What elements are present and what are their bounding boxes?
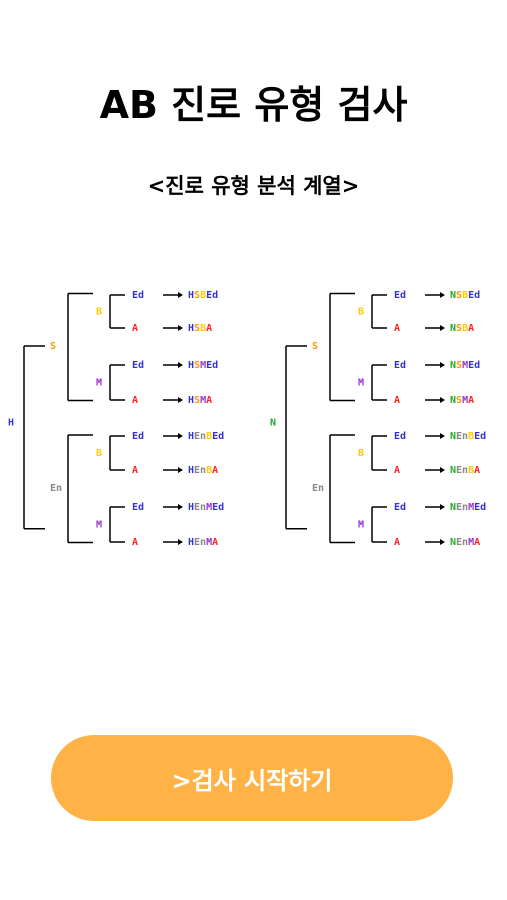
- tree-leaf-a: A: [394, 465, 400, 476]
- tree-leaf-ed: Ed: [394, 360, 406, 371]
- tree-result: HSMEd: [188, 360, 218, 371]
- page-title: AB 진로 유형 검사: [99, 83, 408, 127]
- tree-node-b: B: [358, 307, 364, 318]
- tree-arrow-head: [440, 467, 445, 473]
- tree-result: NEnBA: [450, 465, 480, 476]
- tree-node-m: M: [96, 378, 102, 389]
- page-subtitle: <진로 유형 분석 계열>: [147, 174, 360, 198]
- tree-root-n: N: [270, 418, 276, 429]
- tree-arrow-head: [178, 325, 183, 331]
- tree-result: NSMEd: [450, 360, 480, 371]
- tree-result: NSBEd: [450, 290, 480, 301]
- tree-leaf-a: A: [132, 323, 138, 334]
- tree-root-h: H: [8, 418, 14, 429]
- tree-arrow-head: [178, 292, 183, 298]
- tree-node-b: B: [358, 448, 364, 459]
- tree-arrow-head: [440, 504, 445, 510]
- tree-node-en: En: [312, 483, 324, 494]
- tree-arrow-head: [178, 504, 183, 510]
- tree-leaf-ed: Ed: [132, 360, 144, 371]
- tree-arrow-head: [440, 397, 445, 403]
- tree-result: HSBA: [188, 323, 212, 334]
- tree-leaf-ed: Ed: [394, 502, 406, 513]
- tree-arrow-head: [440, 325, 445, 331]
- tree-result: NEnMEd: [450, 502, 486, 513]
- tree-result: NSBA: [450, 323, 474, 334]
- tree-node-s: S: [50, 341, 56, 352]
- tree-leaf-ed: Ed: [132, 502, 144, 513]
- tree-result: HEnBA: [188, 465, 218, 476]
- tree-leaf-ed: Ed: [394, 290, 406, 301]
- tree-node-s: S: [312, 341, 318, 352]
- tree-leaf-a: A: [132, 465, 138, 476]
- tree-result: HSMA: [188, 395, 212, 406]
- tree-arrow-head: [178, 362, 183, 368]
- tree-leaf-ed: Ed: [132, 431, 144, 442]
- tree-arrow-head: [440, 362, 445, 368]
- tree-node-b: B: [96, 307, 102, 318]
- tree-leaf-a: A: [394, 323, 400, 334]
- tree-result: NEnBEd: [450, 431, 486, 442]
- tree-node-b: B: [96, 448, 102, 459]
- start-test-button[interactable]: >검사 시작하기: [51, 735, 453, 821]
- tree-leaf-a: A: [132, 537, 138, 548]
- tree-arrow-head: [440, 539, 445, 545]
- tree-arrow-head: [178, 467, 183, 473]
- tree-node-m: M: [358, 378, 364, 389]
- tree-leaf-ed: Ed: [394, 431, 406, 442]
- tree-node-en: En: [50, 483, 62, 494]
- tree-node-m: M: [358, 520, 364, 531]
- tree-leaf-a: A: [394, 537, 400, 548]
- tree-leaf-a: A: [394, 395, 400, 406]
- tree-result: HSBEd: [188, 290, 218, 301]
- tree-arrow-head: [178, 539, 183, 545]
- tree-leaf-a: A: [132, 395, 138, 406]
- tree-node-m: M: [96, 520, 102, 531]
- tree-arrow-head: [440, 433, 445, 439]
- tree-result: HEnMA: [188, 537, 218, 548]
- tree-leaf-ed: Ed: [132, 290, 144, 301]
- tree-result: NSMA: [450, 395, 474, 406]
- tree-result: HEnMEd: [188, 502, 224, 513]
- tree-arrow-head: [178, 397, 183, 403]
- tree-result: NEnMA: [450, 537, 480, 548]
- tree-arrow-head: [440, 292, 445, 298]
- tree-result: HEnBEd: [188, 431, 224, 442]
- tree-arrow-head: [178, 433, 183, 439]
